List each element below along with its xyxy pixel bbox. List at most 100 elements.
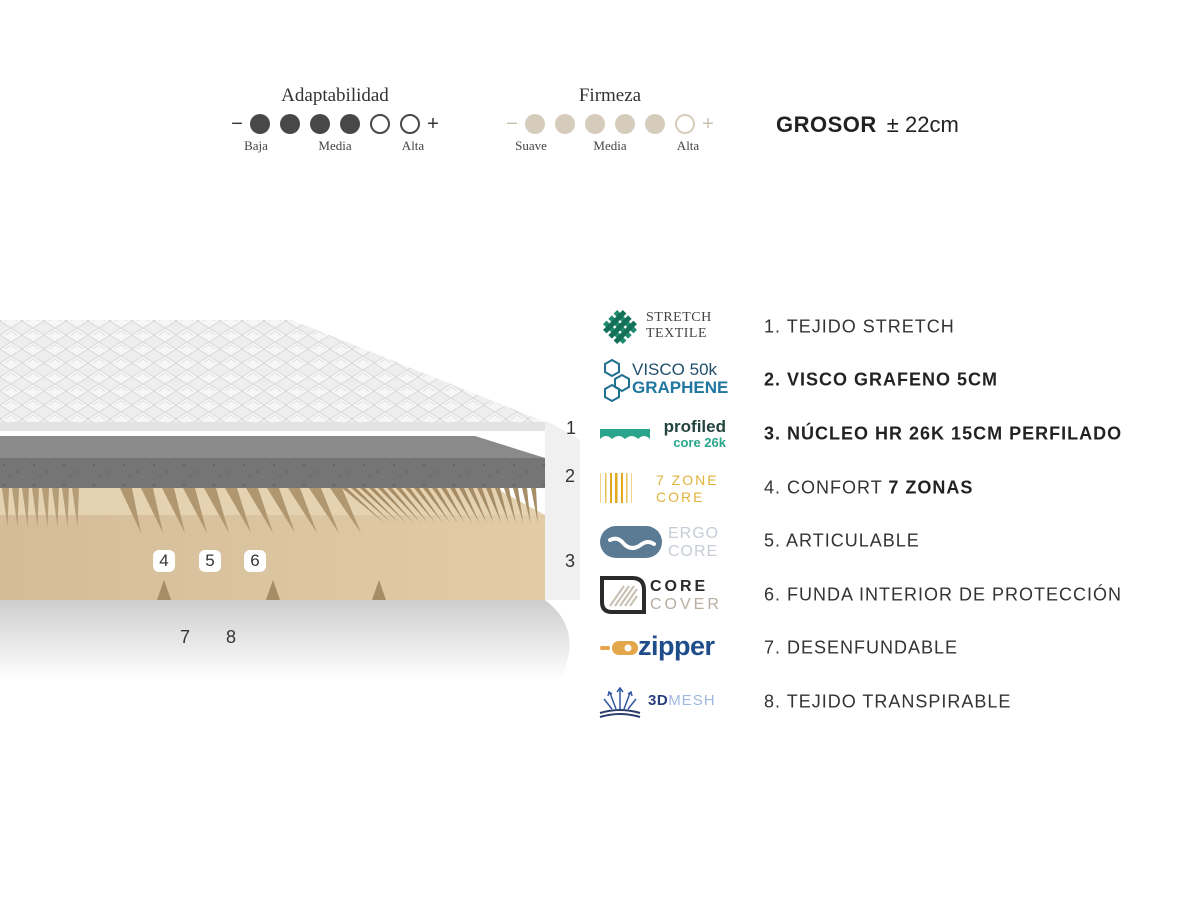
foam-ridge [183, 488, 207, 533]
core-ridges [2, 488, 538, 533]
3dmesh-logo: 3DMESH [598, 679, 728, 725]
layer-number-2: 2 [565, 466, 576, 486]
feature-label: 4. CONFORT 7 ZONAS [764, 477, 974, 498]
badge-6: 6 [244, 550, 266, 572]
scale-label-mid: Media [593, 138, 627, 153]
foam-ridge [513, 488, 524, 523]
foam-ridge [441, 488, 465, 523]
firmeza-dots: − + [497, 111, 723, 137]
scale-label-low: Suave [515, 138, 547, 153]
logo-text: zipper [638, 631, 715, 661]
rating-dot-filled [310, 114, 330, 134]
visco-top-face [0, 436, 545, 458]
rating-dot-empty [400, 114, 420, 134]
foam-ridge [22, 488, 29, 527]
side-shadow [545, 420, 580, 600]
foam-ridge [405, 488, 436, 523]
foam-ridge [531, 488, 538, 523]
foam-ridge [351, 488, 392, 523]
feature-item: 3DMESH 8. TEJIDO TRANSPIRABLE [598, 677, 1010, 727]
feature-label: 2. VISCO GRAFENO 5CM [764, 369, 999, 390]
feature-label: 7. DESENFUNDABLE [764, 637, 959, 658]
foam-ridge [459, 488, 480, 523]
wave-foam-icon [600, 429, 650, 439]
layer-number-3: 3 [565, 551, 576, 571]
grosor-spec: GROSOR ± 22cm [776, 112, 959, 138]
rating-dot-filled [585, 114, 605, 134]
foam-ridge [378, 488, 414, 523]
fabric-top-face [0, 320, 545, 422]
firmeza-labels: Suave Media Alta [497, 138, 723, 154]
foam-ridge [495, 488, 509, 523]
foam-ridge [52, 488, 59, 527]
foam-ridge [120, 488, 141, 533]
visco-front-face [0, 458, 545, 488]
foam-ridge [32, 488, 39, 527]
rating-dot-empty [370, 114, 390, 134]
foam-ridge [342, 488, 385, 523]
zone-bars-icon [600, 473, 632, 503]
rating-dot-filled [280, 114, 300, 134]
rating-dot-filled [340, 114, 360, 134]
adaptabilidad-dots: − + [222, 111, 448, 137]
scale-label-high: Alta [401, 138, 425, 153]
rating-dot-filled [615, 114, 635, 134]
below-number-8: 8 [226, 627, 237, 647]
foam-notch [266, 580, 280, 600]
feature-item: zipper 7. DESENFUNDABLE [598, 623, 957, 673]
plus-icon: + [702, 113, 714, 135]
scale-label-low: Baja [244, 138, 268, 153]
adaptabilidad-title: Adaptabilidad [281, 85, 389, 106]
foam-ridge [2, 488, 9, 527]
foam-notch [157, 580, 171, 600]
foam-ridge [72, 488, 79, 527]
foam-ridge [522, 488, 531, 523]
zipper-logo: zipper [598, 625, 728, 671]
adaptabilidad-scale: Adaptabilidad − + Baja Media Alta [222, 84, 448, 154]
foam-ridge [141, 488, 163, 533]
foam-ridge [309, 488, 339, 533]
ergo-pill-icon [600, 526, 662, 558]
feature-label: 1. TEJIDO STRETCH [764, 316, 955, 337]
below-number-7: 7 [180, 627, 191, 647]
mattress-illustration: 1 2 3 4 5 6 7 8 [0, 300, 600, 700]
foam-ridge [162, 488, 185, 533]
mattress-layers-svg [0, 320, 580, 680]
foam-ridge [246, 488, 273, 533]
foam-notch [372, 580, 386, 600]
woven-knot-icon [603, 310, 637, 344]
zipper-pull-icon [600, 641, 638, 655]
scale-label-high: Alta [676, 138, 700, 153]
feature-label: 6. FUNDA INTERIOR DE PROTECCIÓN [764, 584, 1123, 605]
fabric-front-face [0, 422, 545, 431]
foam-ridge [450, 488, 473, 523]
foam-ridge [369, 488, 407, 523]
foam-ridge [396, 488, 429, 523]
foam-ridge [204, 488, 229, 533]
foam-ridge [432, 488, 458, 523]
rating-dot-filled [555, 114, 575, 134]
foam-ridge [288, 488, 317, 533]
feature-label: 5. ARTICULABLE [764, 530, 920, 551]
minus-icon: − [231, 113, 243, 135]
mattress-shadow [0, 600, 570, 680]
foam-ridge [330, 488, 361, 533]
rating-dot-filled [250, 114, 270, 134]
layer-number-1: 1 [566, 418, 577, 438]
scale-label-mid: Media [318, 138, 352, 153]
rating-dot-filled [525, 114, 545, 134]
foam-ridge [423, 488, 451, 523]
